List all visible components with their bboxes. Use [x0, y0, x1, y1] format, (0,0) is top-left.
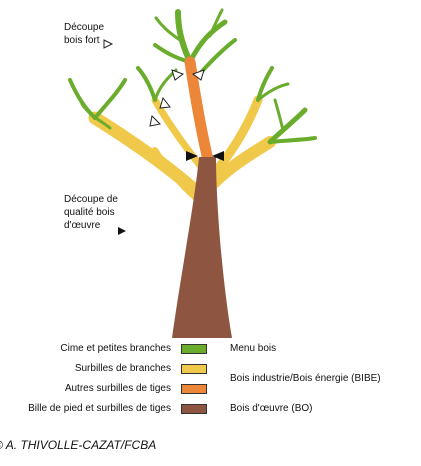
cut-marker-open — [149, 69, 205, 127]
label-decoupe-qualite-line1: Découpe de — [64, 194, 118, 205]
legend-group-menu-bois: Menu bois — [230, 343, 277, 354]
legend-swatch-green — [181, 344, 207, 354]
arrow-open-icon — [103, 39, 114, 49]
legend-swatch-orange — [181, 384, 207, 394]
label-decoupe-qualite-line2: qualité bois — [64, 207, 115, 218]
legend-label-cime: Cime et petites branches — [60, 343, 171, 354]
cut-marker-filled — [186, 151, 224, 161]
label-decoupe-bois-fort-line2: bois fort — [64, 35, 100, 46]
legend-group-bibe: Bois industrie/Bois énergie (BIBE) — [230, 373, 381, 384]
legend-swatch-brown — [181, 404, 207, 414]
legend-label-autres-surbilles: Autres surbilles de tiges — [64, 383, 171, 394]
legend-group-bo: Bois d'œuvre (BO) — [230, 403, 313, 414]
legend-label-bille-de-pied: Bille de pied et surbilles de tiges — [28, 403, 171, 414]
legend-label-surbilles-branches: Surbilles de branches — [74, 363, 171, 374]
image-credit: © A. THIVOLLE-CAZAT/FCBA — [0, 438, 157, 452]
trunk-brown — [172, 157, 232, 338]
label-decoupe-qualite-line3: d'œuvre — [64, 220, 101, 231]
upper-stem-orange — [184, 56, 214, 166]
label-decoupe-bois-fort-line1: Découpe — [64, 22, 105, 33]
tree-illustration — [68, 8, 317, 338]
arrow-filled-icon — [118, 227, 126, 235]
branch-wood-yellow — [88, 95, 276, 208]
legend-swatch-yellow — [181, 364, 207, 374]
